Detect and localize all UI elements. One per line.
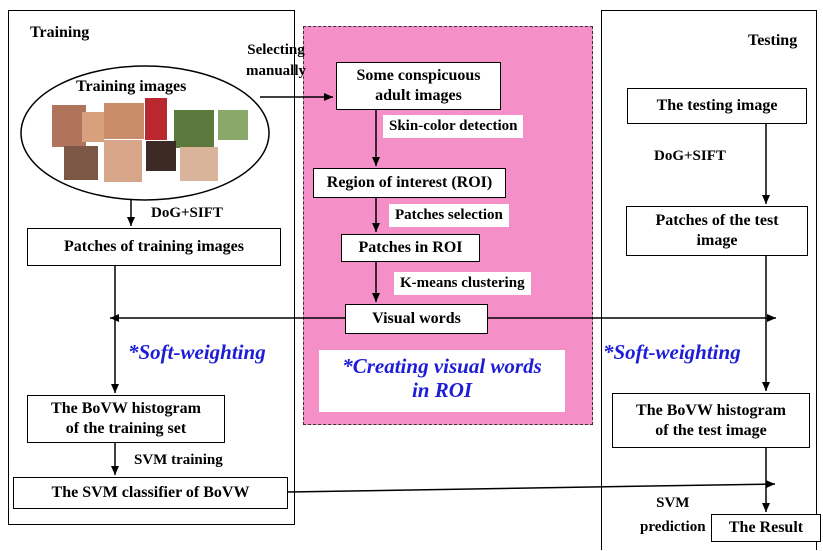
- training-images-label: Training images: [76, 78, 187, 95]
- visual-words-box: Visual words: [345, 304, 488, 334]
- selecting-manually-label: Selecting manually: [246, 42, 307, 79]
- conspicuous-adult-images-box: Some conspicuous adult images: [336, 62, 501, 110]
- bovw-test-image-box: The BoVW histogram of the test image: [612, 393, 810, 448]
- thumbnail-image: [174, 110, 214, 148]
- thumbnail-image: [82, 112, 104, 142]
- testing-panel: [601, 10, 817, 550]
- thumbnail-image: [104, 140, 142, 182]
- svm-classifier-box: The SVM classifier of BoVW: [13, 477, 288, 509]
- training-panel: [8, 10, 295, 525]
- dog-sift-testing-label: DoG+SIFT: [654, 148, 726, 164]
- bovw-training-set-box: The BoVW histogram of the training set: [27, 395, 225, 443]
- testing-section-title: Testing: [748, 32, 798, 49]
- creating-visual-words-label: *Creating visual words in ROI: [319, 350, 565, 412]
- result-box: The Result: [711, 514, 821, 542]
- thumbnail-image: [180, 147, 218, 181]
- soft-weighting-right-label: *Soft-weighting: [603, 340, 741, 364]
- training-section-title: Training: [30, 24, 90, 41]
- patches-of-training-images-box: Patches of training images: [27, 228, 281, 266]
- thumbnail-image: [145, 98, 167, 140]
- thumbnail-image: [104, 103, 144, 139]
- region-of-interest-box: Region of interest (ROI): [313, 168, 506, 198]
- patches-in-roi-box: Patches in ROI: [341, 234, 480, 262]
- skin-color-detection-label: Skin-color detection: [383, 115, 524, 138]
- patches-selection-label: Patches selection: [389, 204, 509, 227]
- thumbnail-image: [64, 146, 98, 180]
- kmeans-clustering-label: K-means clustering: [394, 272, 531, 295]
- svm-prediction-label: SVM prediction: [640, 495, 706, 535]
- thumbnail-image: [52, 105, 86, 147]
- dog-sift-training-label: DoG+SIFT: [151, 205, 223, 221]
- thumbnail-image: [146, 141, 176, 171]
- svm-training-label: SVM training: [134, 452, 223, 468]
- thumbnail-image: [218, 110, 248, 140]
- testing-image-box: The testing image: [627, 88, 807, 124]
- soft-weighting-left-label: *Soft-weighting: [128, 340, 266, 364]
- patches-of-test-image-box: Patches of the test image: [626, 206, 808, 256]
